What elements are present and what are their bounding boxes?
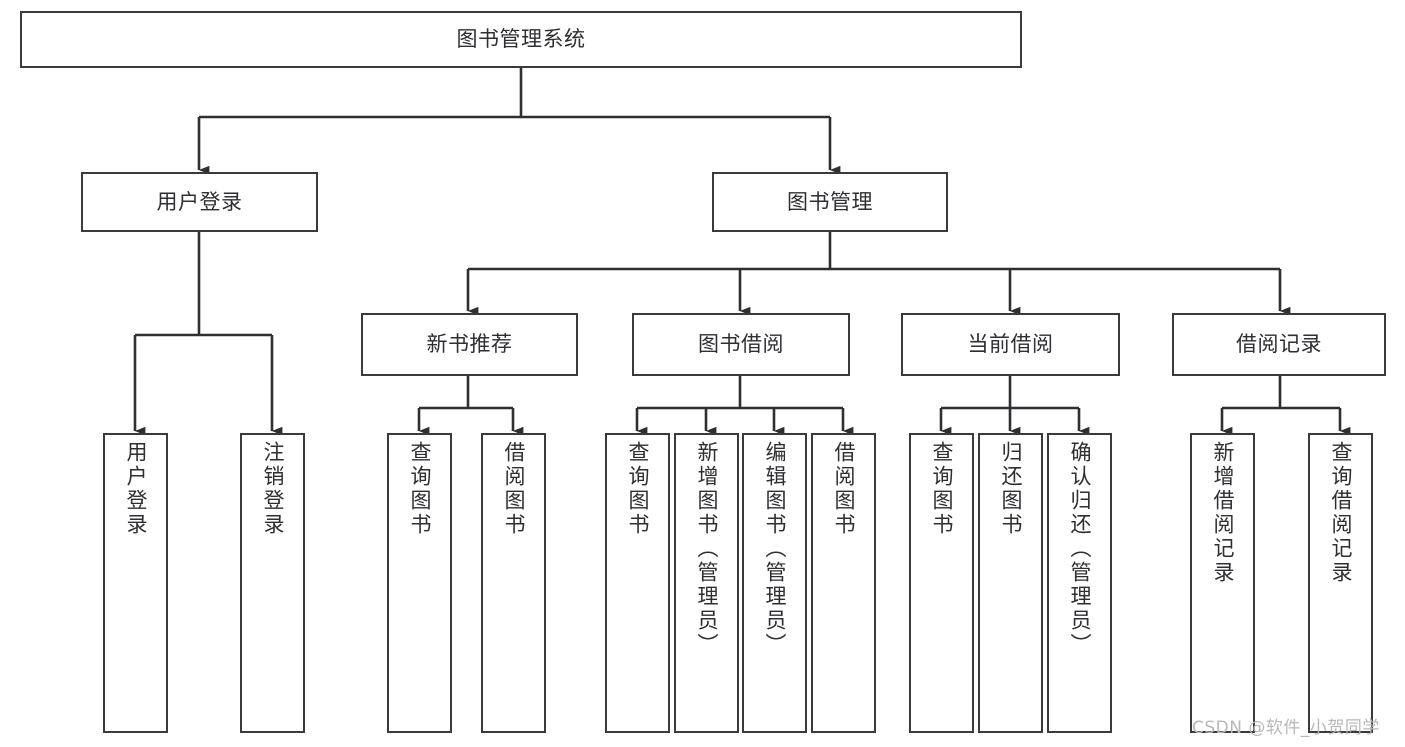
csdn-watermark: CSDN @软件_小贺同学 [1192, 718, 1380, 738]
node-leaf-logout[interactable]: 注销登录 [240, 433, 305, 733]
node-leaf-confirm-return-admin-label: 确认归还（管理员） [1068, 441, 1092, 657]
node-new-book-recommend-label: 新书推荐 [426, 332, 513, 357]
node-leaf-add-borrow-record-label: 新增借阅记录 [1211, 441, 1235, 585]
node-book-borrow[interactable]: 图书借阅 [632, 313, 850, 376]
node-user-login-label: 用户登录 [156, 189, 243, 214]
node-book-management[interactable]: 图书管理 [712, 172, 948, 232]
node-leaf-current-query-book[interactable]: 查询图书 [909, 433, 974, 733]
node-leaf-borrow-query-book-label: 查询图书 [626, 441, 650, 537]
node-new-book-recommend[interactable]: 新书推荐 [361, 313, 578, 376]
node-leaf-borrow-book[interactable]: 借阅图书 [811, 433, 876, 733]
node-leaf-new-book-borrow[interactable]: 借阅图书 [481, 433, 546, 733]
node-root[interactable]: 图书管理系统 [20, 11, 1022, 68]
node-leaf-return-book-label: 归还图书 [999, 441, 1023, 537]
node-leaf-logout-label: 注销登录 [261, 441, 285, 537]
node-leaf-new-book-query[interactable]: 查询图书 [387, 433, 452, 733]
node-leaf-user-login-label: 用户登录 [124, 441, 148, 537]
node-borrow-record-label: 借阅记录 [1236, 332, 1322, 357]
node-book-borrow-label: 图书借阅 [698, 332, 784, 357]
node-leaf-add-book-admin-label: 新增图书（管理员） [695, 441, 719, 657]
node-current-borrow[interactable]: 当前借阅 [901, 313, 1120, 376]
node-book-management-label: 图书管理 [787, 189, 873, 214]
node-leaf-user-login[interactable]: 用户登录 [103, 433, 168, 733]
node-borrow-record[interactable]: 借阅记录 [1172, 313, 1386, 376]
node-leaf-borrow-query-book[interactable]: 查询图书 [605, 433, 670, 733]
node-leaf-add-borrow-record[interactable]: 新增借阅记录 [1190, 433, 1255, 733]
node-leaf-return-book[interactable]: 归还图书 [978, 433, 1043, 733]
node-leaf-confirm-return-admin[interactable]: 确认归还（管理员） [1047, 433, 1112, 733]
node-leaf-new-book-borrow-label: 借阅图书 [502, 441, 526, 537]
node-leaf-borrow-book-label: 借阅图书 [832, 441, 856, 537]
node-user-login[interactable]: 用户登录 [81, 172, 318, 232]
node-current-borrow-label: 当前借阅 [967, 332, 1054, 357]
node-leaf-edit-book-admin-label: 编辑图书（管理员） [763, 441, 787, 657]
node-leaf-current-query-book-label: 查询图书 [930, 441, 954, 537]
node-leaf-query-borrow-record[interactable]: 查询借阅记录 [1308, 433, 1373, 733]
node-leaf-add-book-admin[interactable]: 新增图书（管理员） [674, 433, 739, 733]
node-root-label: 图书管理系统 [456, 27, 586, 52]
node-leaf-edit-book-admin[interactable]: 编辑图书（管理员） [742, 433, 807, 733]
node-leaf-new-book-query-label: 查询图书 [408, 441, 432, 537]
node-leaf-query-borrow-record-label: 查询借阅记录 [1329, 441, 1353, 585]
